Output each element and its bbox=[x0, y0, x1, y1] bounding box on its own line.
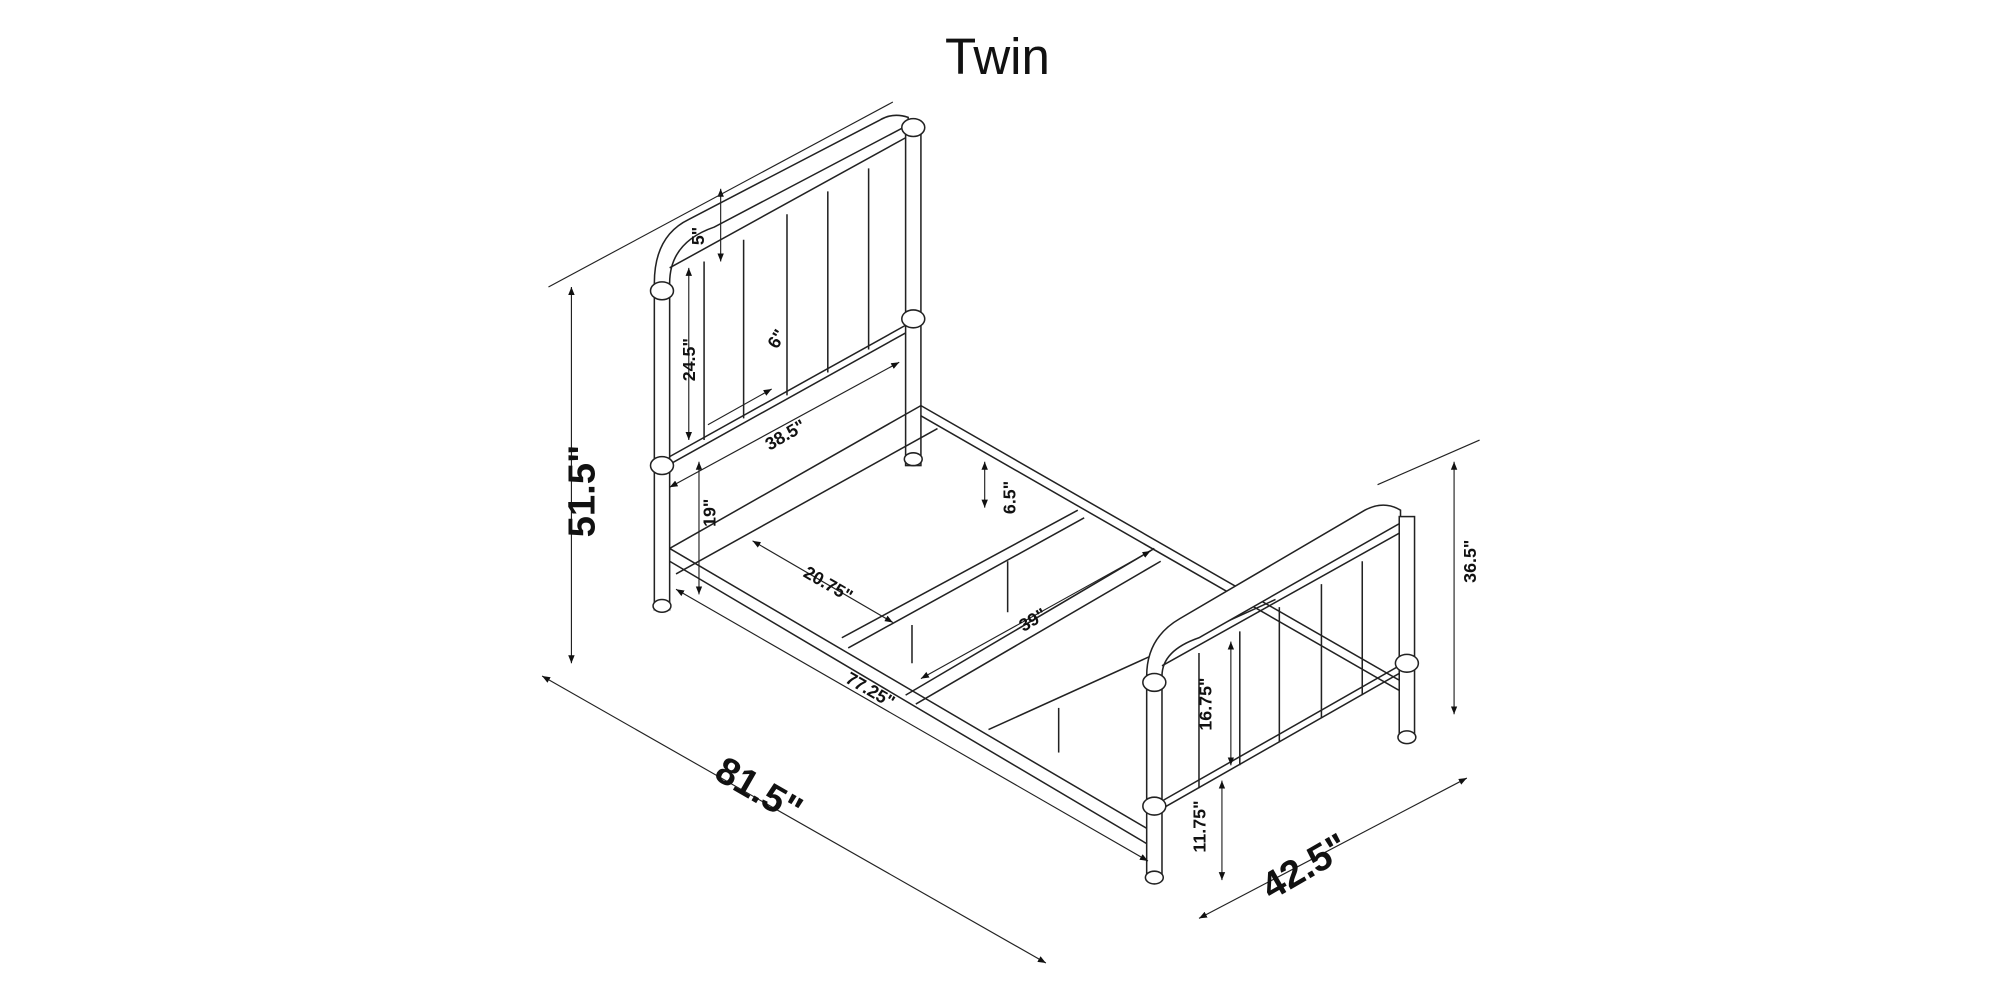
label-headboard-panel-height: 24.5" bbox=[679, 338, 699, 381]
label-slat-spacing: 20.75" bbox=[800, 562, 856, 606]
label-footboard-panel-height: 16.75" bbox=[1196, 678, 1216, 731]
label-overall-width: 42.5" bbox=[1254, 825, 1356, 909]
label-headboard-arch: 5" bbox=[688, 227, 708, 245]
label-overall-height: 51.5" bbox=[560, 445, 603, 538]
footboard bbox=[1142, 504, 1420, 885]
label-spindle-spacing: 6" bbox=[763, 326, 790, 352]
label-footboard-height: 36.5" bbox=[1460, 540, 1480, 583]
label-inner-width: 39" bbox=[1015, 604, 1050, 635]
label-rail-clearance: 6.5" bbox=[999, 481, 1019, 514]
label-overall-length: 81.5" bbox=[708, 748, 810, 832]
label-headboard-clearance: 19" bbox=[700, 499, 720, 527]
diagram-title: Twin bbox=[945, 28, 1050, 85]
label-footboard-clearance: 11.75" bbox=[1189, 800, 1209, 852]
label-headboard-width: 38.5" bbox=[762, 415, 809, 454]
label-rail-length: 77.25" bbox=[842, 668, 898, 712]
dimension-lines bbox=[541, 101, 1480, 964]
footboard-spindles bbox=[1198, 561, 1364, 789]
